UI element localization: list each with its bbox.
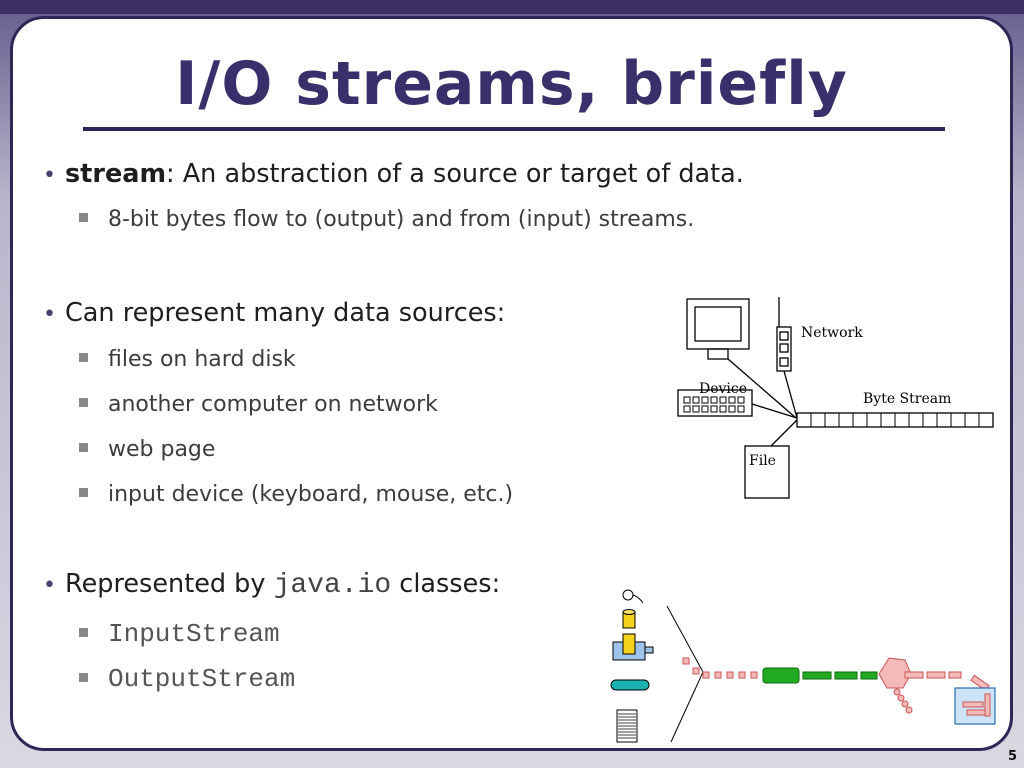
byte-stream-diagram: Network Device Byte Stream File — [677, 297, 994, 499]
pipeline-bytes — [682, 657, 758, 679]
sub-bullet: 8-bit bytes flow to (output) and from (i… — [79, 207, 694, 232]
page-number: 5 — [1007, 749, 1017, 764]
keyboard-icon — [677, 389, 753, 417]
tube-icon — [610, 679, 650, 691]
bullet-text: Can represent many data sources: — [65, 298, 506, 328]
byte-stream-label: Byte Stream — [863, 391, 951, 407]
slide-title: I/O streams, briefly — [175, 49, 848, 119]
bullet-java-io: • Represented by java.io classes: — [43, 569, 500, 601]
square-bullet-icon — [79, 398, 88, 407]
square-bullet-icon — [79, 353, 88, 362]
sub-bullet-text: another computer on network — [108, 392, 438, 417]
slide: I/O streams, briefly • stream: An abstrac… — [10, 16, 1013, 751]
sub-bullet: files on hard disk — [79, 347, 296, 372]
device-label: Device — [699, 381, 747, 397]
sub-bullet: web page — [79, 437, 215, 462]
sub-bullet: input device (keyboard, mouse, etc.) — [79, 482, 513, 507]
title-underline — [83, 127, 945, 131]
sub-bullet-text: web page — [108, 437, 216, 462]
bullet-dot: • — [43, 163, 56, 188]
bullet-term: stream — [65, 159, 167, 189]
code-java-io: java.io — [273, 570, 392, 601]
network-label: Network — [801, 325, 863, 341]
square-bullet-icon — [79, 443, 88, 452]
file-label: File — [749, 453, 776, 469]
sub-bullet: OutputStream — [79, 664, 295, 694]
square-bullet-icon — [79, 213, 88, 222]
bullet-dot: • — [43, 573, 56, 598]
disc-icon — [622, 589, 634, 601]
square-bullet-icon — [79, 628, 88, 637]
bullet-data-sources: • Can represent many data sources: — [43, 298, 505, 328]
network-device-icon — [776, 326, 792, 372]
bullet-text: : An abstraction of a source or target o… — [166, 159, 744, 189]
code-inputstream: InputStream — [108, 619, 280, 649]
bullet-stream: • stream: An abstraction of a source or t… — [43, 159, 744, 189]
sub-bullet: another computer on network — [79, 392, 438, 417]
sub-bullet: InputStream — [79, 619, 280, 649]
sub-bullet-text: 8-bit bytes flow to (output) and from (i… — [108, 207, 695, 232]
bullet-text: Represented by — [65, 569, 274, 599]
sub-bullet-text: files on hard disk — [108, 347, 296, 372]
square-bullet-icon — [79, 488, 88, 497]
code-outputstream: OutputStream — [108, 664, 296, 694]
file-icon — [744, 445, 790, 499]
square-bullet-icon — [79, 673, 88, 682]
sub-bullet-text: input device (keyboard, mouse, etc.) — [108, 482, 514, 507]
stream-pipeline-diagram — [610, 589, 996, 743]
bullet-dot: • — [43, 302, 56, 327]
bullet-text: classes: — [391, 569, 501, 599]
filter-block — [762, 667, 800, 684]
processor-hexagon-icon — [878, 657, 912, 689]
